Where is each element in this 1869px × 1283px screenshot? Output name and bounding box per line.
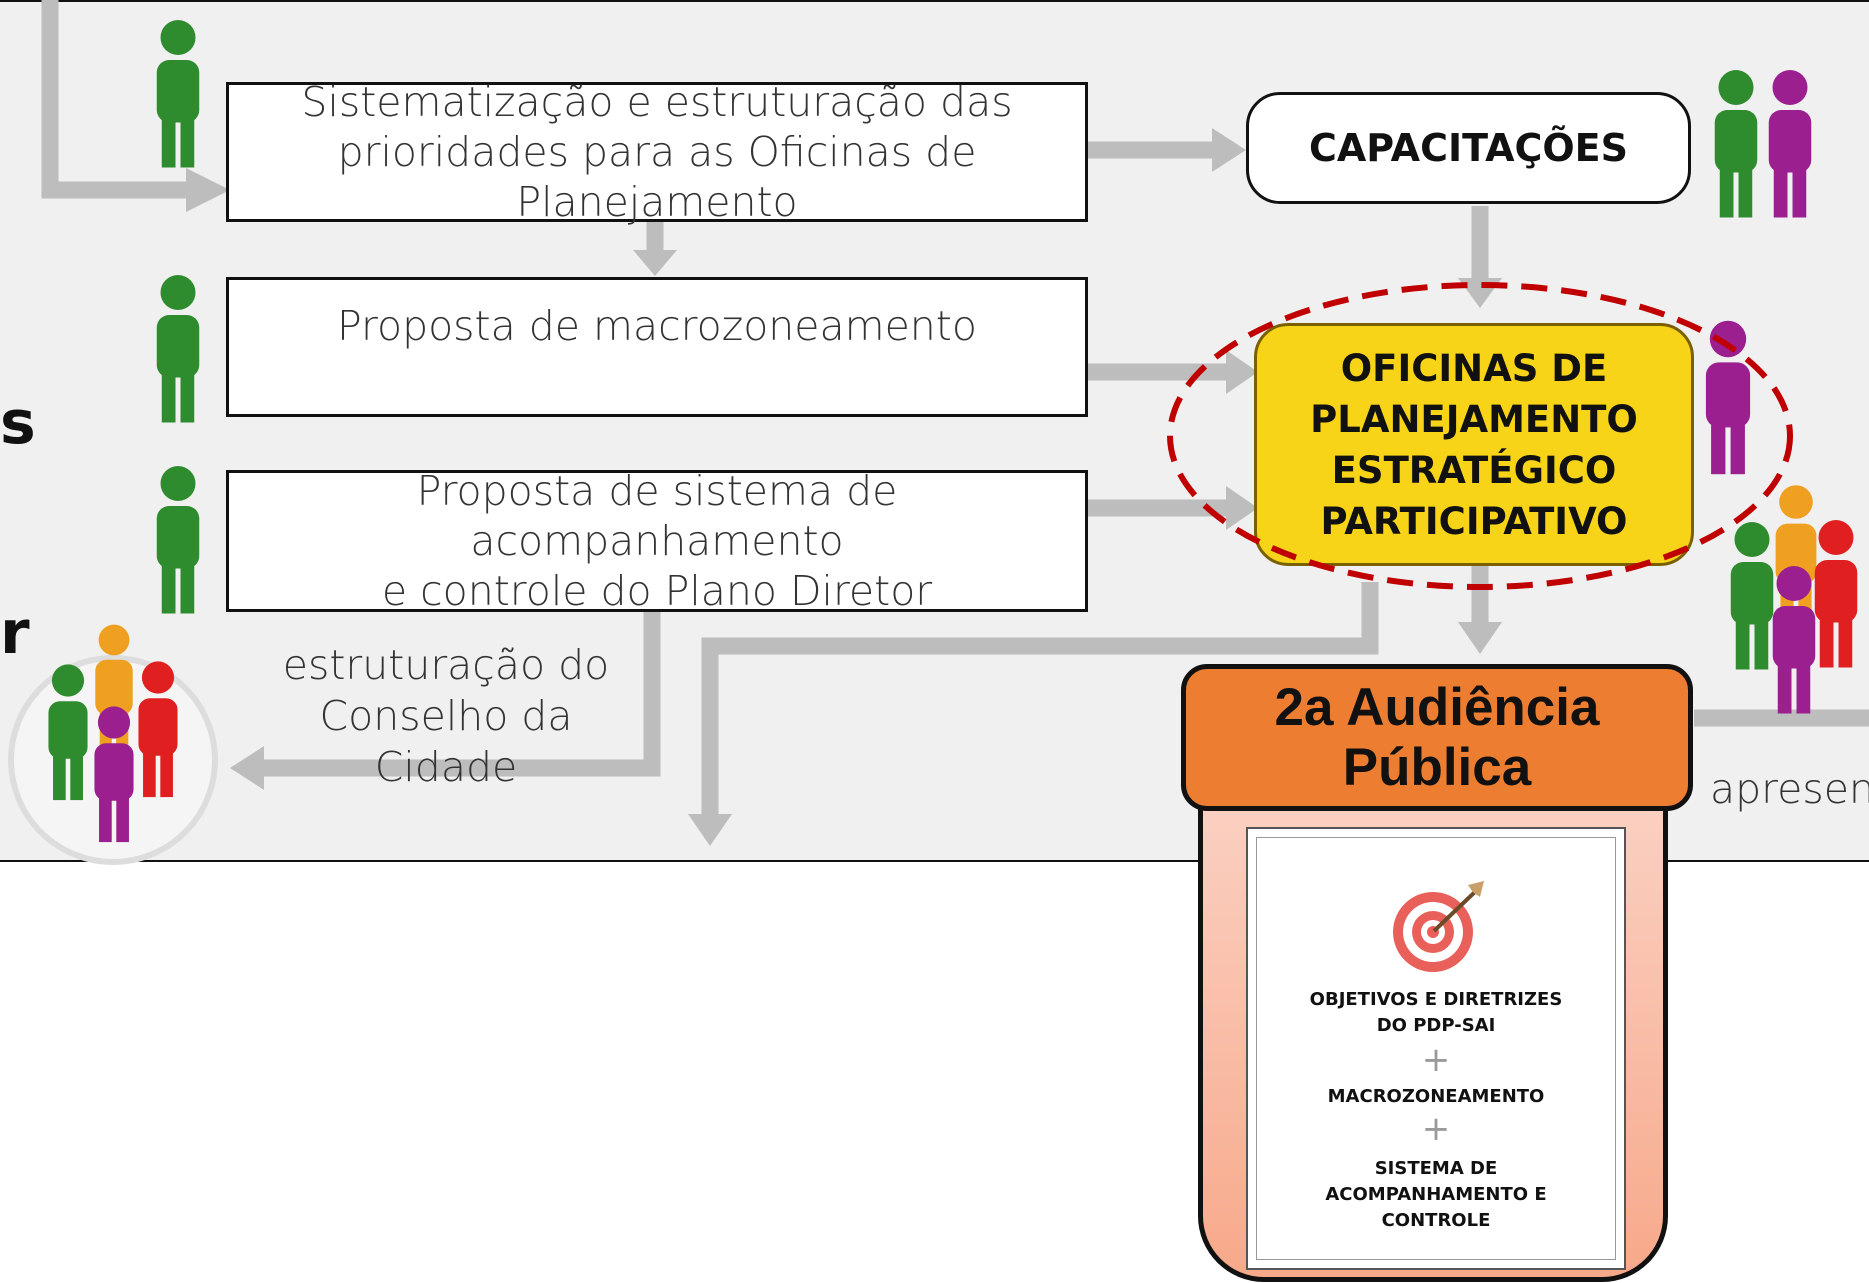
- card-item-macrozoneamento: MACROZONEAMENTO: [1327, 1086, 1545, 1107]
- box-sistematizacao-label: Sistematização e estruturação das priori…: [301, 78, 1013, 226]
- person-icon: [156, 466, 200, 614]
- card-item-objetivos: OBJETIVOS E DIRETRIZES DO PDP-SAI: [1248, 987, 1624, 1039]
- capacitacoes-label: CAPACITAÇÕES: [1309, 126, 1628, 170]
- oficinas-label: OFICINAS DE PLANEJAMENTO ESTRATÉGICO PAR…: [1310, 346, 1638, 543]
- box-acompanhamento-label: Proposta de sistema de acompanhamento e …: [381, 467, 933, 615]
- conselho-label-text: estruturação do Conselho da Cidade: [282, 641, 610, 791]
- person-icon: [156, 20, 200, 168]
- person-icon: [1714, 70, 1758, 218]
- capacitacoes-box: CAPACITAÇÕES: [1246, 92, 1691, 204]
- box-macrozoneamento: Proposta de macrozoneamento: [226, 277, 1088, 417]
- card-item-sistema: SISTEMA DE ACOMPANHAMENTO E CONTROLE: [1248, 1156, 1624, 1234]
- card-item-objetivos-text: OBJETIVOS E DIRETRIZES DO PDP-SAI: [1309, 989, 1563, 1036]
- audiencia-title-text: 2a Audiência Pública: [1274, 677, 1600, 797]
- plus-icon: +: [1421, 1040, 1451, 1080]
- target-arrow-icon: [1393, 881, 1484, 972]
- card-item-sistema-text: SISTEMA DE ACOMPANHAMENTO E CONTROLE: [1325, 1158, 1547, 1231]
- plus-icon: +: [1421, 1109, 1451, 1149]
- group-icon: [1730, 485, 1858, 714]
- audiencia-card: OBJETIVOS E DIRETRIZES DO PDP-SAI + MACR…: [1246, 827, 1626, 1270]
- person-icon: [156, 275, 200, 423]
- edge-fragment: r: [0, 598, 30, 668]
- card-frame: [1256, 837, 1616, 1260]
- group-icon: [8, 624, 218, 865]
- person-icon: [1705, 320, 1751, 475]
- conselho-label: estruturação do Conselho da Cidade: [246, 640, 646, 793]
- oficinas-box: OFICINAS DE PLANEJAMENTO ESTRATÉGICO PAR…: [1254, 323, 1694, 566]
- person-icon: [1768, 70, 1812, 218]
- box-sistematizacao: Sistematização e estruturação das priori…: [226, 78, 1088, 226]
- apresent-label: apresent: [1710, 765, 1869, 813]
- edge-fragment: s: [0, 388, 36, 458]
- box-macrozoneamento-label: Proposta de macrozoneamento: [337, 302, 977, 350]
- box-acompanhamento: Proposta de sistema de acompanhamento e …: [226, 467, 1088, 615]
- audiencia-title: 2a Audiência Pública: [1181, 664, 1693, 811]
